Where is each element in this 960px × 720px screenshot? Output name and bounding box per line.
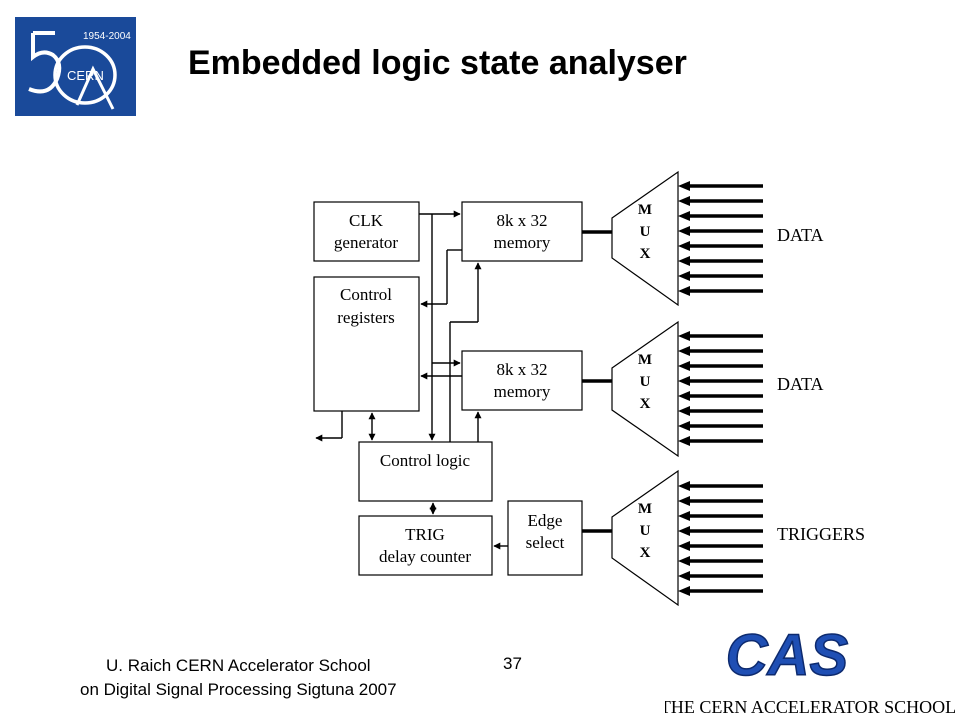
trigger-input-arrow-head-1	[678, 481, 690, 491]
svg-text:U: U	[640, 523, 651, 539]
svg-text:M: M	[638, 501, 652, 517]
ctrl-logic-label: Control logic	[380, 451, 471, 470]
data-input-arrow-2-head-5	[678, 391, 690, 401]
svg-text:1954-2004: 1954-2004	[83, 31, 131, 42]
trigger-input-arrow-head-8	[678, 586, 690, 596]
trig-delay-counter-block	[358, 515, 493, 576]
page-number: 37	[503, 654, 522, 673]
clk-label-line1: CLK	[349, 211, 384, 230]
trig-label-line2: delay counter	[379, 547, 471, 566]
mem1-label-line2: memory	[494, 233, 551, 252]
svg-text:X: X	[640, 246, 651, 262]
data-input-label-1: DATA	[777, 225, 824, 245]
control-logic-block	[358, 441, 493, 502]
data-input-label-2: DATA	[777, 374, 824, 394]
data-input-arrow-2-head-4	[678, 376, 690, 386]
svg-text:M: M	[638, 352, 652, 368]
data-input-arrow-2-head-7	[678, 421, 690, 431]
trigger-input-arrow-head-7	[678, 571, 690, 581]
svg-text:X: X	[640, 545, 651, 561]
svg-text:CAS: CAS	[726, 625, 849, 688]
svg-text:THE CERN ACCELERATOR SCHOOL: THE CERN ACCELERATOR SCHOOL	[665, 697, 955, 717]
ctrl-reg-label-line1: Control	[340, 285, 392, 304]
svg-text:U: U	[640, 224, 651, 240]
data-input-arrow-2-head-1	[678, 331, 690, 341]
trigger-input-arrow-head-4	[678, 526, 690, 536]
cern-50-logo: 1954-2004 CERN	[15, 17, 136, 116]
trigger-input-arrow-head-6	[678, 556, 690, 566]
svg-text:CERN: CERN	[67, 68, 104, 83]
trig-label-line1: TRIG	[405, 525, 445, 544]
svg-text:U: U	[640, 374, 651, 390]
data-input-arrow-1-head-2	[678, 196, 690, 206]
footer-author: U. Raich CERN Accelerator School on Digi…	[80, 656, 397, 699]
data-input-arrow-2-head-2	[678, 346, 690, 356]
edge-label-line1: Edge	[528, 511, 563, 530]
slide-title: Embedded logic state analyser	[188, 44, 687, 82]
control-registers-block	[313, 276, 420, 412]
data-input-arrow-1-head-5	[678, 241, 690, 251]
data-input-arrow-1-head-6	[678, 256, 690, 266]
data-input-arrow-2-head-3	[678, 361, 690, 371]
data-input-arrow-1-head-1	[678, 181, 690, 191]
triggers-input-label: TRIGGERS	[777, 524, 865, 544]
mux-1	[611, 170, 679, 307]
edge-select-block	[507, 500, 583, 576]
data-input-arrow-1-head-3	[678, 211, 690, 221]
mem2-label-line1: 8k x 32	[497, 360, 548, 379]
trigger-input-arrow-head-2	[678, 496, 690, 506]
mem2-label-line2: memory	[494, 382, 551, 401]
svg-text:M: M	[638, 202, 652, 218]
clk-label-line2: generator	[334, 233, 399, 252]
cas-logo: CAS THE CERN ACCELERATOR SCHOOL	[665, 625, 955, 717]
trigger-input-arrow-head-3	[678, 511, 690, 521]
mux-2	[611, 320, 679, 458]
data-input-arrow-1-head-8	[678, 286, 690, 296]
trigger-input-arrow-head-5	[678, 541, 690, 551]
mux-3	[611, 469, 679, 607]
edge-label-line2: select	[526, 533, 565, 552]
ctrl-reg-label-line2: registers	[337, 308, 395, 327]
data-input-arrow-1-head-7	[678, 271, 690, 281]
svg-text:X: X	[640, 396, 651, 412]
data-input-arrow-1-head-4	[678, 226, 690, 236]
mem1-label-line1: 8k x 32	[497, 211, 548, 230]
data-input-arrow-2-head-8	[678, 436, 690, 446]
data-input-arrow-2-head-6	[678, 406, 690, 416]
clk-generator-block	[313, 201, 420, 262]
